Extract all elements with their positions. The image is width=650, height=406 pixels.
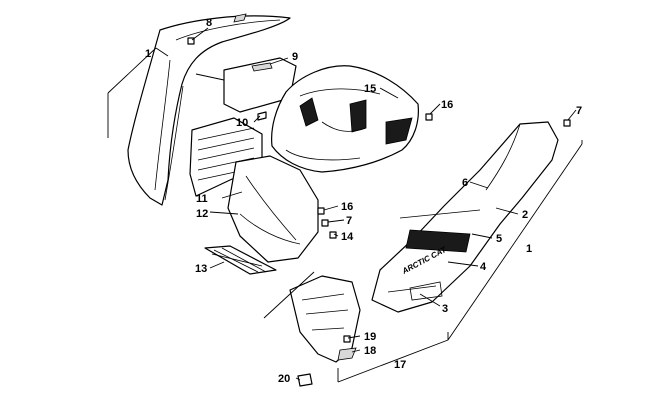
left-hood-panel (127, 13, 291, 206)
upper-hood-body (271, 65, 419, 173)
mesh-screen-13 (204, 245, 277, 275)
fastener-16-top (425, 113, 433, 121)
callout-5: 5 (496, 233, 502, 245)
callout-19: 19 (364, 331, 376, 343)
callout-14: 14 (341, 231, 354, 243)
callout-15: 15 (364, 83, 376, 95)
callout-13: 13 (195, 263, 207, 275)
callout-6: 6 (462, 177, 468, 189)
trim-panel-9 (223, 57, 297, 113)
callout-16-top: 16 (441, 99, 453, 111)
fastener-20 (297, 373, 313, 387)
callout-10: 10 (236, 117, 248, 129)
callout-12: 12 (196, 208, 208, 220)
callout-1-right: 1 (526, 243, 532, 255)
callout-1-left: 1 (145, 48, 151, 60)
callout-16-mid: 16 (341, 201, 353, 213)
fastener-14 (329, 231, 337, 239)
callout-4: 4 (480, 261, 487, 273)
callout-7-mid: 7 (346, 215, 352, 227)
leader-lines (107, 27, 583, 383)
fastener-16-mid (317, 207, 325, 215)
callout-7-right: 7 (576, 105, 582, 117)
callout-3: 3 (442, 303, 448, 315)
fastener-7-mid (321, 219, 329, 227)
callout-18: 18 (364, 345, 376, 357)
callout-2: 2 (522, 209, 528, 221)
fasteners (187, 37, 571, 387)
lower-nose-12 (227, 155, 319, 263)
lower-cowl-17 (289, 275, 361, 363)
callout-8: 8 (206, 17, 212, 29)
callout-17: 17 (394, 359, 406, 371)
callout-labels: 1 8 9 10 15 16 7 6 2 1 11 12 16 7 14 5 4… (145, 17, 582, 385)
right-side-panel (371, 121, 559, 313)
fastener-19 (343, 335, 351, 343)
callout-9: 9 (292, 51, 298, 63)
fastener-10 (257, 111, 267, 121)
callout-11: 11 (196, 193, 208, 205)
fastener-7-right (563, 119, 571, 127)
callout-20: 20 (278, 373, 290, 385)
